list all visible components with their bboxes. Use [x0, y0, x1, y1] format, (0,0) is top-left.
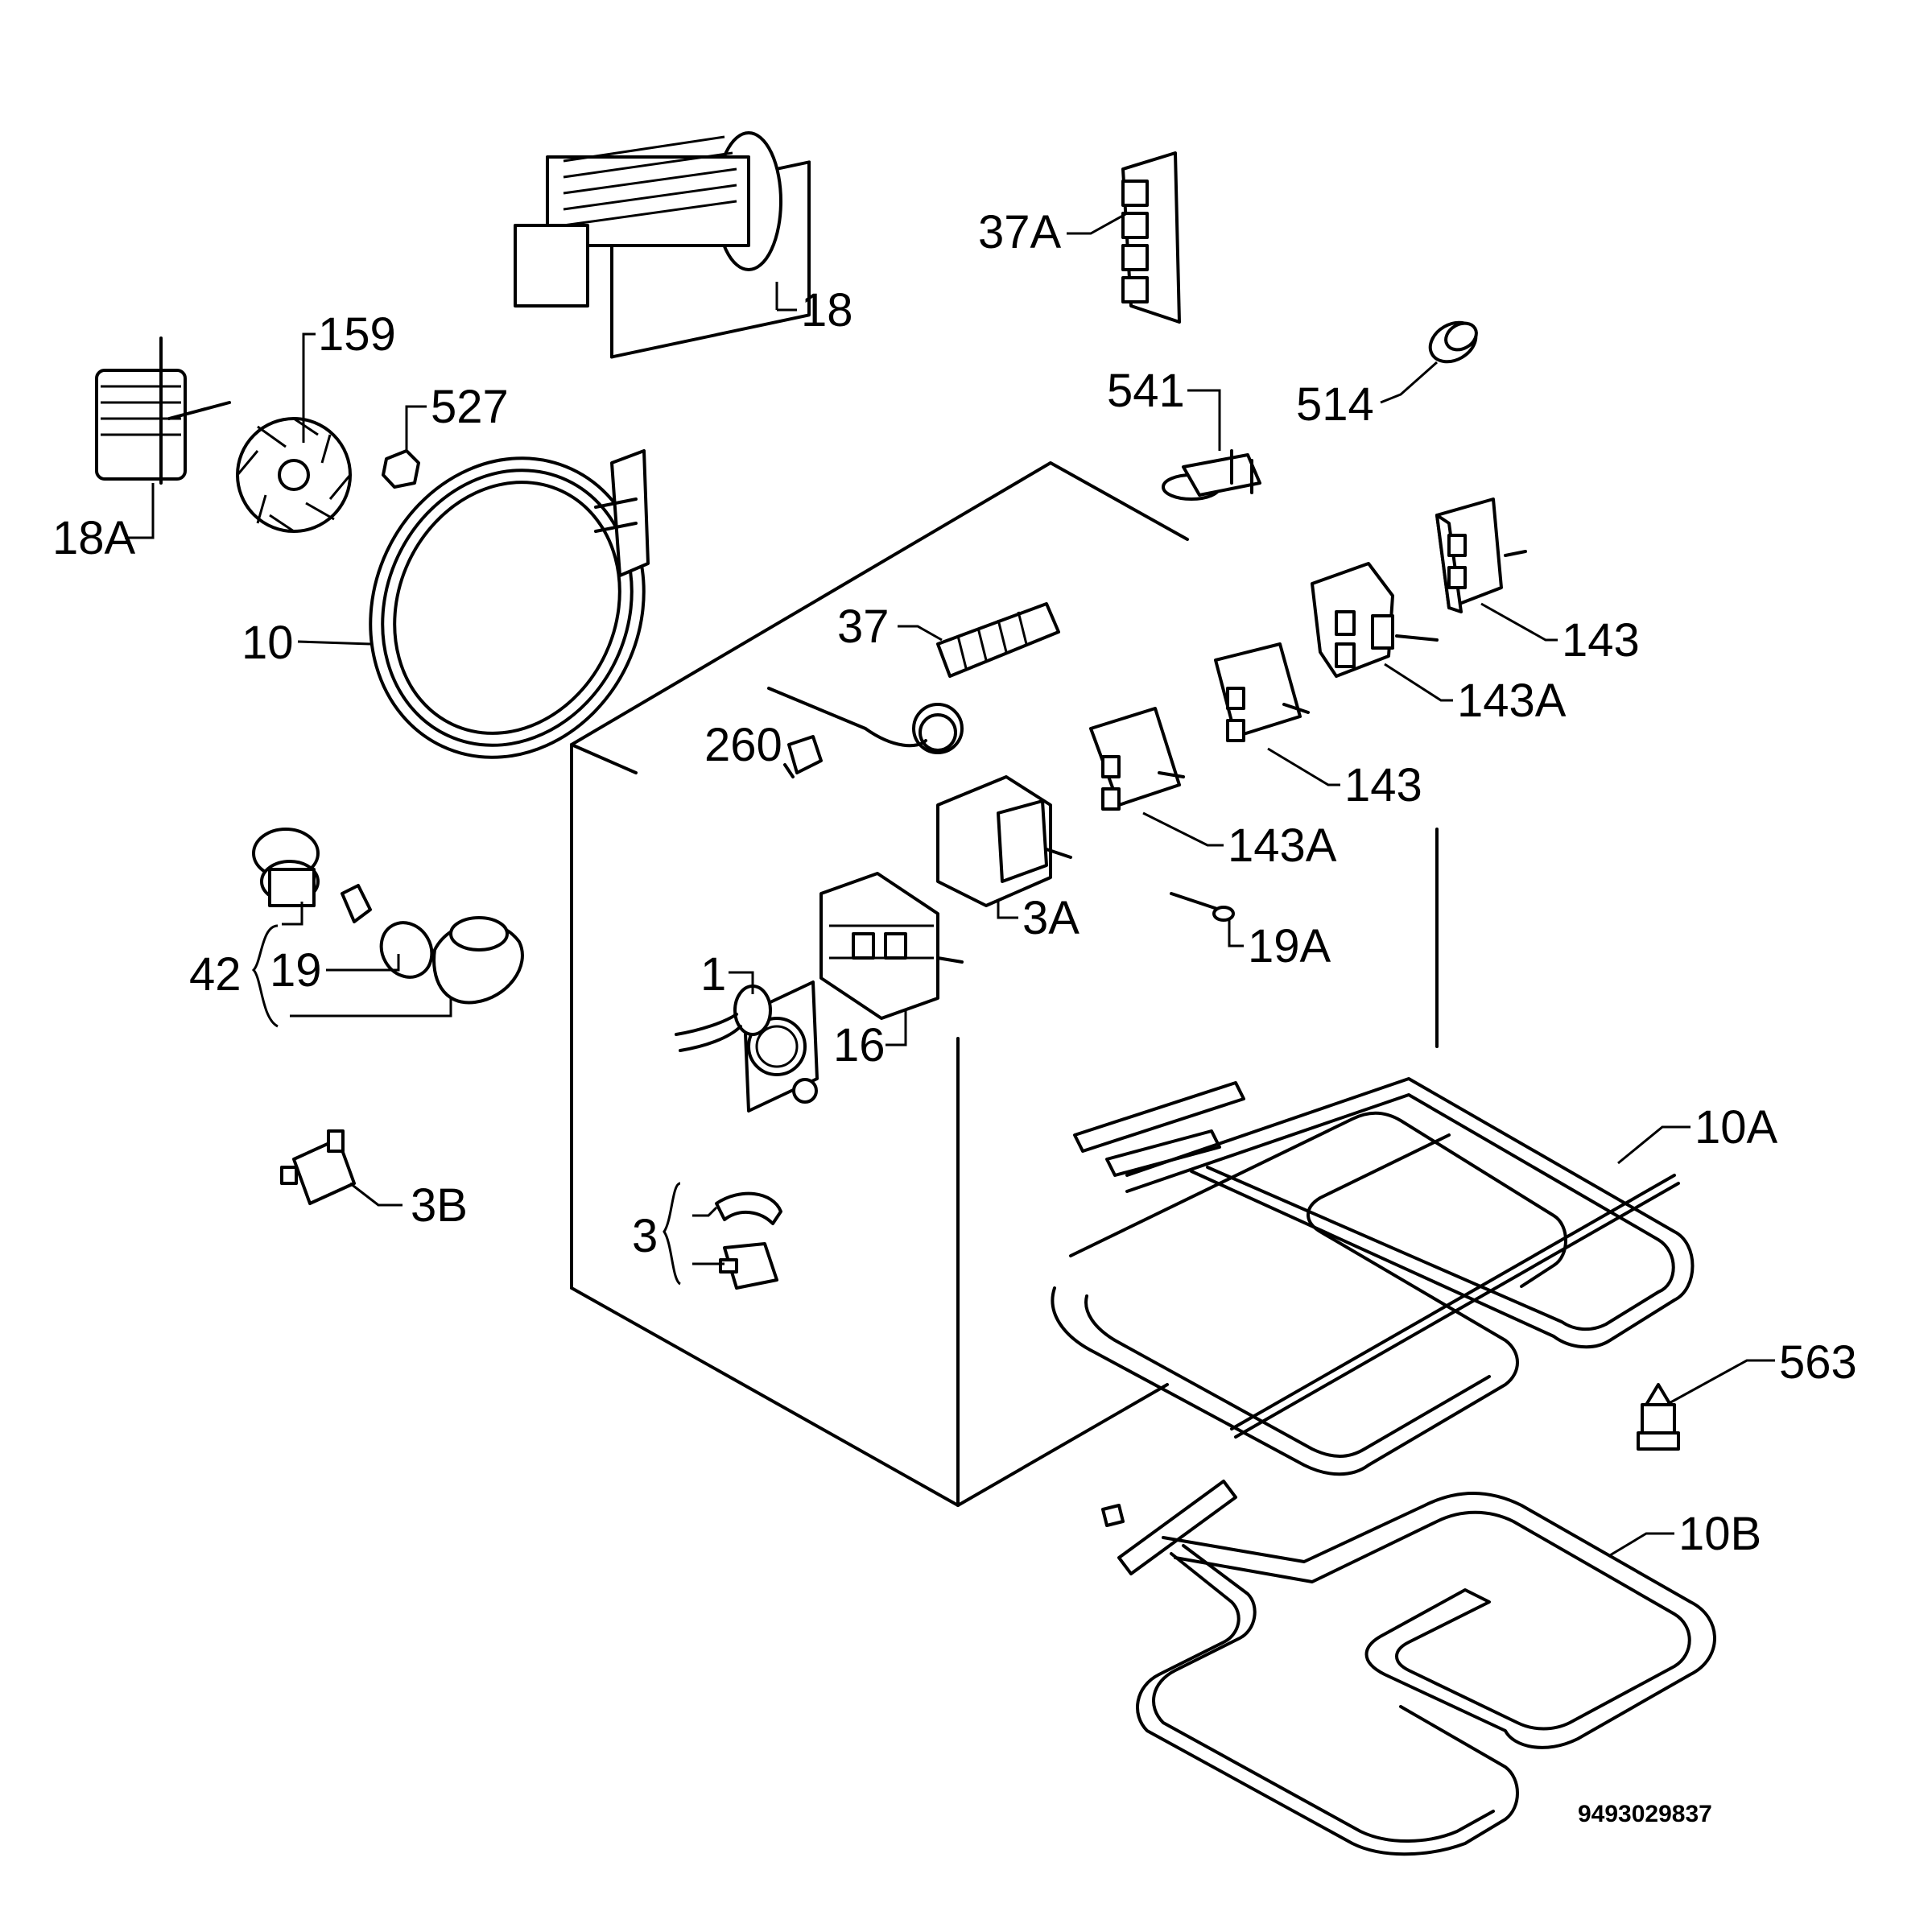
label-18a: 18A — [52, 512, 136, 564]
tangential-fan-part — [514, 131, 811, 359]
label-3b: 3B — [411, 1179, 468, 1232]
part-labels: 18 37A 159 527 18A 541 514 10 37 143 143… — [52, 206, 1857, 1827]
label-514: 514 — [1296, 378, 1374, 431]
lamp-assembly-42-part — [251, 828, 524, 1028]
label-10a: 10A — [1695, 1101, 1778, 1154]
label-3: 3 — [632, 1210, 658, 1262]
switch-143-middle-part — [1214, 642, 1340, 786]
lamp-socket-514-part — [1380, 320, 1478, 404]
switch-143a-upper-part — [1311, 562, 1453, 702]
fan-motor-18a-part — [95, 336, 231, 539]
label-541: 541 — [1107, 365, 1185, 417]
label-10b: 10B — [1678, 1508, 1761, 1560]
label-19: 19 — [270, 944, 322, 997]
diagram-code: 9493029837 — [1578, 1801, 1712, 1827]
label-37a: 37A — [978, 206, 1062, 258]
label-260: 260 — [704, 719, 782, 771]
circular-heating-element-10-part — [297, 449, 650, 759]
label-19a: 19A — [1248, 920, 1331, 972]
label-143-upper: 143 — [1562, 614, 1640, 667]
foot-563-part — [1637, 1359, 1775, 1451]
label-37: 37 — [837, 601, 890, 653]
oven-cabinet-outline — [570, 461, 1439, 1507]
label-1: 1 — [700, 948, 726, 1001]
switch-143a-lower-part — [1089, 707, 1224, 847]
nut-527-part — [382, 405, 427, 489]
fan-blade-159-part — [236, 332, 352, 533]
thermal-fuse-541-part — [1162, 389, 1261, 501]
switch-143-upper-part — [1435, 497, 1558, 642]
label-10: 10 — [242, 617, 294, 669]
label-16: 16 — [833, 1019, 886, 1071]
label-42: 42 — [189, 948, 242, 1001]
thermostat-3a-part — [767, 687, 1072, 919]
label-3a: 3A — [1022, 892, 1080, 944]
grill-element-10a-part — [1051, 1077, 1695, 1476]
label-159: 159 — [318, 308, 396, 361]
label-527: 527 — [431, 381, 509, 433]
label-18: 18 — [801, 284, 853, 336]
clip-set-3-part — [663, 1182, 782, 1290]
lamp-19a-part — [1170, 892, 1244, 947]
terminal-block-37-part — [898, 602, 1060, 678]
clip-260-part — [783, 735, 823, 778]
selector-switch-16-part — [819, 872, 964, 1046]
microswitch-3b-part — [280, 1129, 402, 1207]
terminal-strip-37a-part — [1067, 151, 1181, 324]
lower-element-10b-part — [1101, 1480, 1716, 1856]
label-563: 563 — [1779, 1336, 1857, 1389]
label-143a-lower: 143A — [1228, 819, 1337, 872]
label-143a-upper: 143A — [1457, 675, 1567, 727]
timer-1-part — [675, 971, 819, 1113]
label-143-middle: 143 — [1344, 759, 1422, 811]
